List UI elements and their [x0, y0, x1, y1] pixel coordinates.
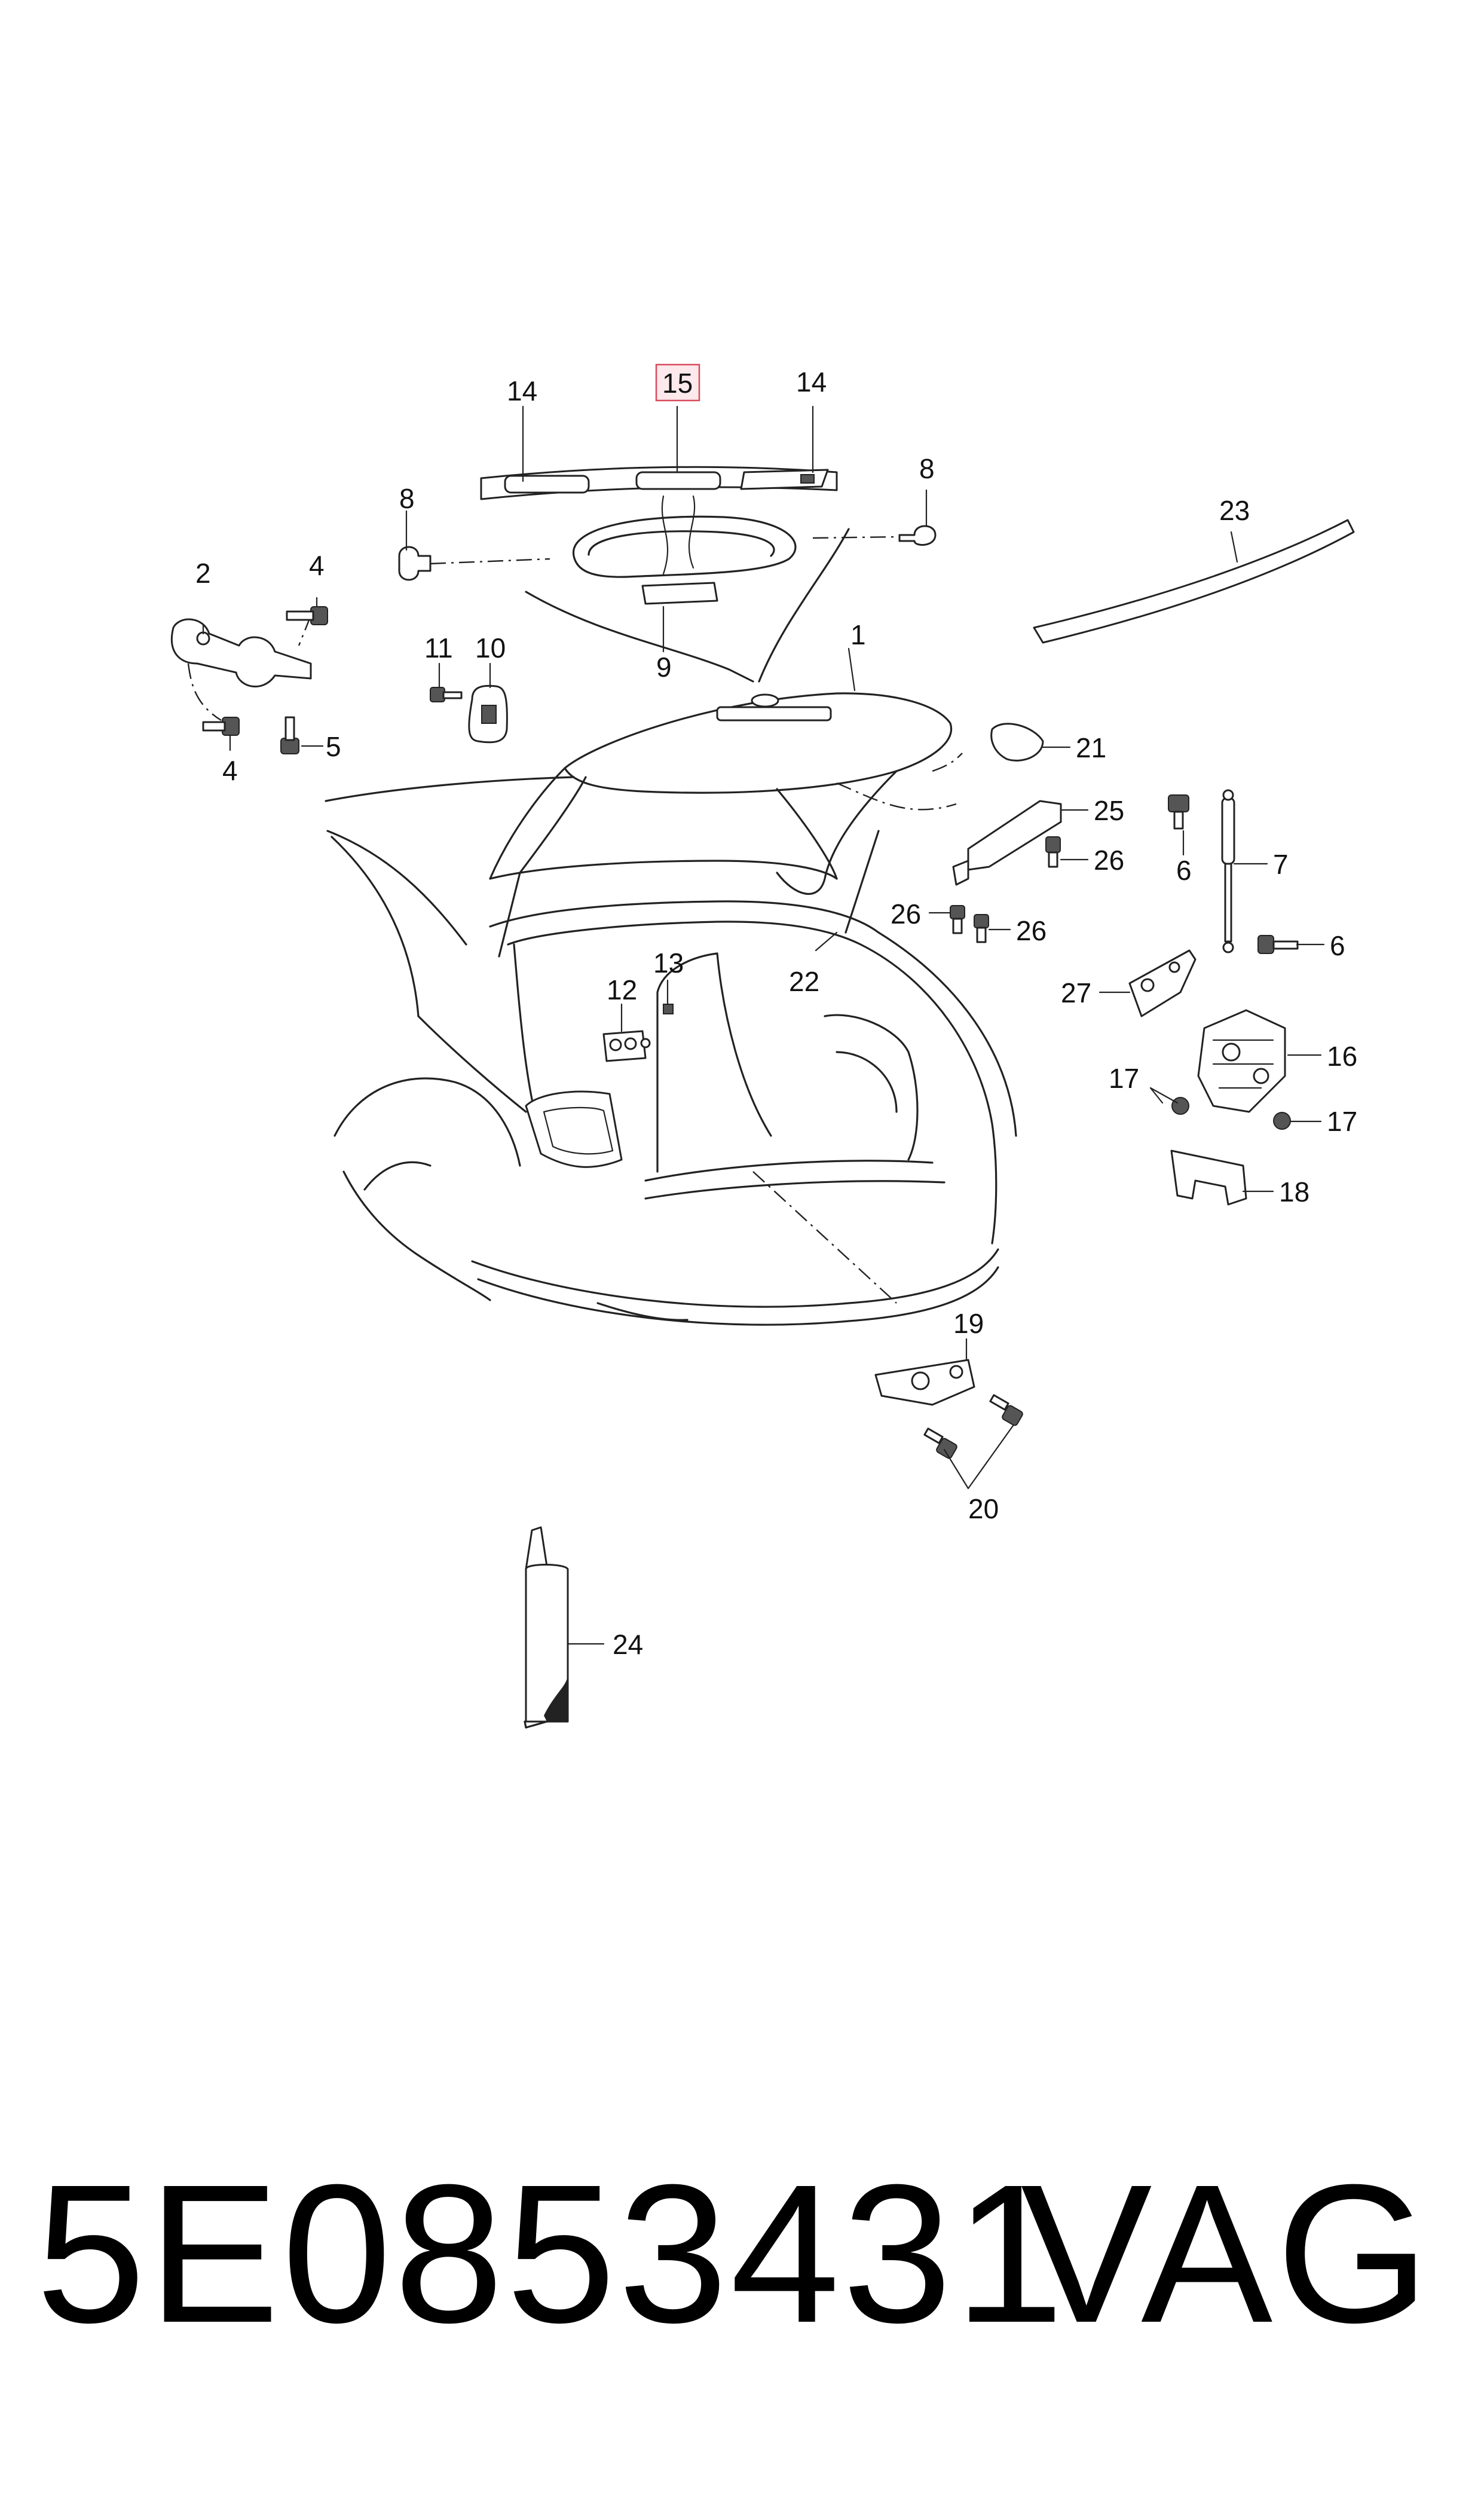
- callout-26-left[interactable]: 26: [891, 898, 921, 930]
- callout-15[interactable]: 15: [662, 368, 693, 399]
- callout-1[interactable]: 1: [850, 619, 866, 650]
- sealant-tube: [524, 1526, 569, 1729]
- callout-10[interactable]: 10: [475, 632, 506, 664]
- callout-9[interactable]: 9: [656, 652, 672, 683]
- callout-17-right[interactable]: 17: [1327, 1106, 1357, 1137]
- callout-21[interactable]: 21: [1076, 732, 1106, 763]
- highlight-box-15: [655, 363, 700, 402]
- callout-8-right[interactable]: 8: [919, 453, 935, 484]
- tailgate-lock: [1197, 1009, 1286, 1113]
- part-number: 5E0853431: [36, 2143, 1067, 2364]
- bump-stop: [990, 723, 1044, 762]
- callout-11[interactable]: 11: [424, 632, 453, 664]
- callout-27[interactable]: 27: [1061, 977, 1091, 1008]
- tailgate-trim-strip: [480, 466, 838, 500]
- bolt-4-top: [286, 606, 328, 625]
- callout-13[interactable]: 13: [653, 947, 684, 979]
- nut-17-right: [1273, 1112, 1291, 1130]
- trim-clip-left: [398, 546, 550, 581]
- footer: 5E0853431 VAG: [0, 2134, 1484, 2373]
- car-body: [325, 776, 1017, 1326]
- callout-19[interactable]: 19: [953, 1308, 984, 1339]
- callout-14-left[interactable]: 14: [507, 375, 537, 406]
- callout-8-left[interactable]: 8: [399, 483, 415, 514]
- callout-16[interactable]: 16: [1327, 1041, 1357, 1072]
- bracket-18: [1170, 1150, 1247, 1206]
- callout-26-upper[interactable]: 26: [1094, 845, 1124, 876]
- bolt-20-left: [923, 1427, 957, 1459]
- tailgate-hinge: [170, 615, 312, 722]
- callout-4-bottom[interactable]: 4: [222, 755, 238, 786]
- control-unit: [952, 800, 1062, 886]
- gas-strut: [1221, 789, 1235, 953]
- striker-plate: [874, 1359, 975, 1406]
- callout-14-right[interactable]: 14: [796, 366, 827, 398]
- bolt-4-bottom: [202, 717, 240, 736]
- callout-25[interactable]: 25: [1094, 795, 1124, 826]
- tailgate: [489, 692, 953, 958]
- bracket-27: [1128, 949, 1197, 1017]
- bolt-26-lower-right: [974, 914, 989, 943]
- callout-12[interactable]: 12: [607, 974, 637, 1005]
- bolt-26-lower-left: [950, 905, 965, 934]
- callout-6-top[interactable]: 6: [1176, 855, 1192, 886]
- callout-17-left[interactable]: 17: [1109, 1063, 1139, 1094]
- trim-clip-right: [812, 525, 937, 546]
- leader-lines: [202, 405, 1325, 1645]
- bolt-6-top: [1168, 794, 1189, 830]
- callout-6-right[interactable]: 6: [1330, 930, 1345, 961]
- callout-22[interactable]: 22: [789, 966, 819, 997]
- callout-7[interactable]: 7: [1273, 849, 1289, 880]
- bolt-26-upper: [1045, 836, 1061, 868]
- handle-cover: [468, 684, 508, 744]
- bolt-20-right: [989, 1394, 1023, 1426]
- light-housing: [525, 495, 850, 683]
- callout-18[interactable]: 18: [1279, 1176, 1309, 1207]
- callout-24[interactable]: 24: [613, 1629, 643, 1660]
- screw-11: [430, 687, 463, 702]
- spoiler-strip: [1033, 519, 1355, 644]
- nut-17-left: [1171, 1097, 1189, 1115]
- brand-label: VAG: [1020, 2143, 1433, 2364]
- callout-2[interactable]: 2: [195, 558, 211, 589]
- callout-20[interactable]: 20: [968, 1493, 999, 1524]
- callout-26-right[interactable]: 26: [1016, 915, 1047, 946]
- bolt-5: [280, 716, 299, 754]
- callout-23[interactable]: 23: [1219, 495, 1250, 526]
- callout-4-top[interactable]: 4: [309, 550, 325, 581]
- callout-5[interactable]: 5: [326, 731, 341, 762]
- callout-labels: 15 1 2 4 4 5 6 6 7 8 8 9 10 11 12 13 14 …: [195, 363, 1357, 1660]
- bolt-6-right: [1257, 935, 1299, 954]
